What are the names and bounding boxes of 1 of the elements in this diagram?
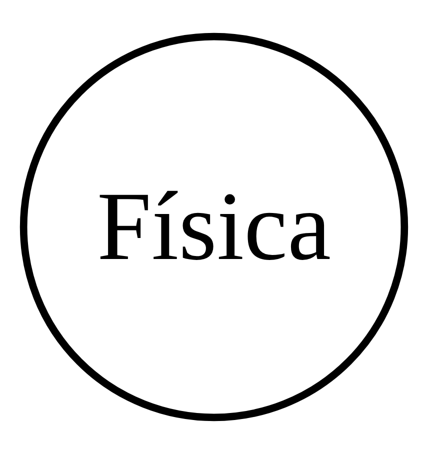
node-circle: Física bbox=[20, 32, 408, 422]
